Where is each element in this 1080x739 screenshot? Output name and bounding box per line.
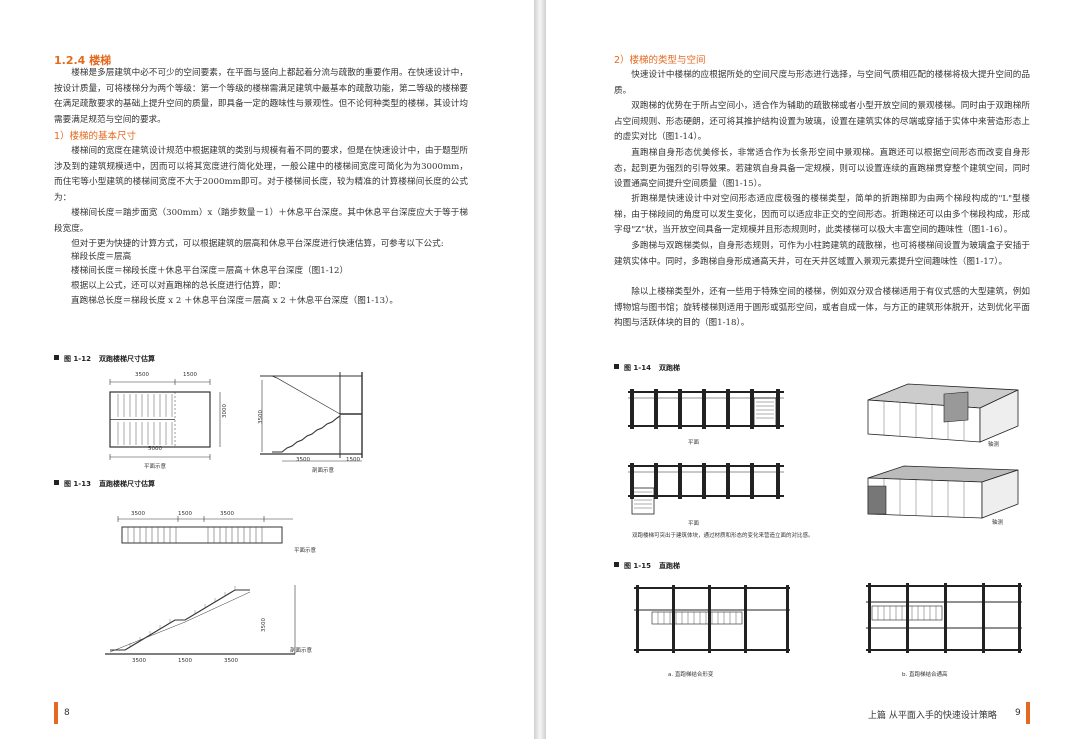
intro-paragraph: 楼梯是多层建筑中必不可少的空间要素，在平面与竖向上都起着分流与疏散的重要作用。在… — [54, 68, 468, 125]
footer-accent-bar — [54, 702, 58, 724]
paragraph-quick-estimate: 但对于更为快捷的计算方式，可以根据建筑的层高和休息平台深度进行快速估算，可参考以… — [71, 239, 444, 249]
fig15-label-b: b. 直跑梯结合通高 — [902, 672, 948, 678]
fig12-plan-caption: 平面示意 — [144, 464, 167, 470]
fig13-section-dim-c: 3500 — [224, 658, 238, 664]
fig13-section-dim-a: 3500 — [132, 658, 146, 664]
figure-title: 直跑梯 — [658, 562, 680, 570]
subheading-basic-size: 1）楼梯的基本尺寸 — [54, 131, 137, 142]
section-title: 1.2.4 楼梯 — [54, 54, 112, 67]
fig13-dim-b: 1500 — [178, 511, 192, 517]
fig13-section-dim-b: 1500 — [178, 658, 192, 664]
fig13-dim-a: 3500 — [131, 511, 145, 517]
paragraph-length-formula: 楼梯间长度＝踏步面宽（300mm）x（踏步数量－1）＋休息平台深度。其中休息平台… — [54, 208, 468, 234]
left-page: 1.2.4 楼梯 楼梯是多层建筑中必不可少的空间要素，在平面与竖向上都起着分流与… — [0, 0, 534, 739]
fig13-plan-caption: 平面示意 — [294, 548, 317, 554]
fig14-label-axo2: 轴测 — [992, 520, 1004, 526]
figure-number: 图 1-14 — [624, 364, 651, 372]
paragraph-straight-run: 直跑梯自身形态优美修长，非常适合作为长条形空间中景观梯。直跑还可以根据空间形态而… — [614, 148, 1030, 190]
paragraph-multi-run: 多跑梯与双跑梯类似，自身形态规则，可作为小柱跨建筑的疏散梯，也可将楼梯间设置为玻… — [614, 241, 1030, 267]
formula-stairwell-length: 楼梯间长度＝梯段长度＋休息平台深度＝层高＋休息平台深度（图1-12） — [71, 266, 349, 276]
figure-number: 图 1-12 — [64, 355, 91, 363]
fig14-axo-top — [867, 383, 1019, 443]
figure-1-13-caption: 图 1-13 直跑楼梯尺寸估算 — [54, 479, 155, 489]
figure-title: 直跑楼梯尺寸估算 — [98, 480, 155, 488]
footer-title: 上篇 从平面入手的快速设计策略 — [868, 711, 997, 721]
book-gutter — [534, 0, 546, 739]
fig12-dim-1500: 1500 — [183, 372, 197, 378]
fig12-section-dim-3500b: 3500 — [296, 457, 310, 463]
right-page: 2）楼梯的类型与空间 快速设计中楼梯的应根据所处的空间尺度与形态进行选择，与空间… — [546, 0, 1080, 739]
figure-title: 双跑楼梯尺寸估算 — [98, 355, 155, 363]
formula-flight-length: 梯段长度＝层高 — [71, 252, 132, 262]
fig13-section-drawing — [105, 585, 296, 655]
caption-marker — [614, 364, 619, 369]
fig14-plan-top — [628, 389, 784, 429]
caption-marker — [614, 562, 619, 567]
fig12-section-caption: 剖面示意 — [312, 468, 335, 474]
figure-number: 图 1-15 — [624, 562, 651, 570]
figure-title: 双跑梯 — [658, 364, 680, 372]
figure-1-15-caption: 图 1-15 直跑梯 — [614, 561, 680, 571]
fig12-section-dim-3500: 3500 — [258, 410, 264, 424]
paragraph-stair-width: 楼梯间的宽度在建筑设计规范中根据建筑的类别与规模有着不同的要求，但是在快速设计中… — [54, 146, 468, 203]
formula-intro: 根据以上公式，还可以对直跑梯的总长度进行估算，即： — [71, 281, 286, 291]
figure-1-14-caption: 图 1-14 双跑梯 — [614, 363, 680, 373]
fig14-plan-bottom — [628, 463, 784, 515]
paragraph-folding-run: 折跑梯是快速设计中对空间形态适应度极强的楼梯类型，简单的折跑梯即为由两个梯段构成… — [614, 194, 1030, 236]
fig12-section-drawing — [260, 372, 363, 462]
paragraph-special-stairs: 除以上楼梯类型外，还有一些用于特殊空间的楼梯，例如双分双合楼梯适用于有仪式感的大… — [614, 287, 1030, 329]
page-number: 8 — [64, 708, 70, 718]
fig15-label-a: a. 直跑梯结合形变 — [668, 672, 714, 678]
fig14-axo-bottom — [867, 465, 1019, 519]
fig15-drawing-b — [866, 583, 1022, 653]
fig12-section-dim-1500: 1500 — [346, 457, 360, 463]
fig12-dim-5000: 5000 — [148, 446, 162, 452]
formula-straight-stair: 直跑梯总长度＝梯段长度 x 2 ＋休息平台深度＝层高 x 2 ＋休息平台深度（图… — [71, 296, 399, 306]
fig14-label-axo: 轴测 — [988, 442, 1000, 448]
fig14-note: 双跑楼梯可突出于建筑体块，通过材质和形态的变化来营造立面的对比感。 — [632, 533, 814, 539]
fig12-dim-3000: 3000 — [222, 404, 228, 418]
paragraph-double-run: 双跑梯的优势在于所占空间小，适合作为辅助的疏散梯或者小型开放空间的景观楼梯。同时… — [614, 101, 1030, 143]
fig14-label-plan2: 平面 — [688, 521, 700, 527]
page-number: 9 — [1015, 708, 1021, 718]
caption-marker — [54, 480, 59, 485]
figure-number: 图 1-13 — [64, 480, 91, 488]
caption-marker — [54, 355, 59, 360]
footer-accent-bar — [1026, 702, 1030, 724]
paragraph-types-intro: 快速设计中楼梯的应根据所处的空间尺度与形态进行选择，与空间气质相匹配的楼梯将极大… — [614, 70, 1030, 96]
fig12-dim-3500: 3500 — [135, 372, 149, 378]
fig14-label-plan: 平面 — [688, 440, 700, 446]
fig13-section-caption: 剖面示意 — [290, 648, 313, 654]
subheading-types: 2）楼梯的类型与空间 — [614, 55, 706, 66]
figure-1-12-caption: 图 1-12 双跑楼梯尺寸估算 — [54, 354, 155, 364]
fig13-plan-drawing — [117, 516, 293, 544]
fig13-section-dim-3500: 3500 — [261, 618, 267, 632]
fig12-plan-drawing — [109, 379, 221, 460]
fig13-dim-c: 3500 — [220, 511, 234, 517]
fig15-drawing-a — [634, 585, 790, 653]
